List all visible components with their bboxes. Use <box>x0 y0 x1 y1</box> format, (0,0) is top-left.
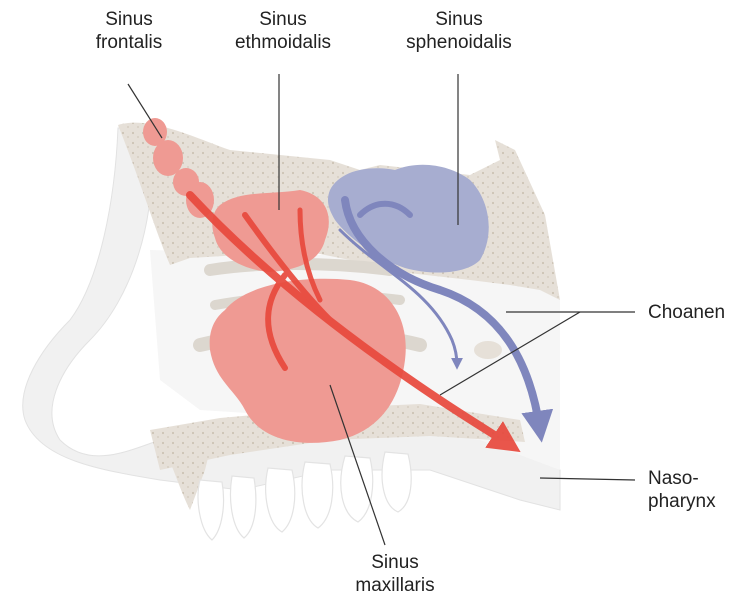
label-sinus-ethmoidalis-line2: ethmoidalis <box>228 31 338 54</box>
label-choanen: Choanen <box>648 301 748 324</box>
label-nasopharynx-line2: pharynx <box>648 490 748 513</box>
label-sinus-sphenoidalis: Sinus sphenoidalis <box>394 8 524 54</box>
label-nasopharynx: Naso- pharynx <box>648 467 748 513</box>
label-sinus-frontalis-line2: frontalis <box>84 31 174 54</box>
label-sinus-maxillaris-line1: Sinus <box>340 551 450 574</box>
label-sinus-frontalis: Sinus frontalis <box>84 8 174 54</box>
label-sinus-maxillaris-line2: maxillaris <box>340 574 450 597</box>
label-choanen-line1: Choanen <box>648 301 748 324</box>
label-sinus-maxillaris: Sinus maxillaris <box>340 551 450 597</box>
label-sinus-ethmoidalis: Sinus ethmoidalis <box>228 8 338 54</box>
label-nasopharynx-line1: Naso- <box>648 467 748 490</box>
label-sinus-sphenoidalis-line2: sphenoidalis <box>394 31 524 54</box>
label-sinus-frontalis-line1: Sinus <box>84 8 174 31</box>
label-sinus-sphenoidalis-line1: Sinus <box>394 8 524 31</box>
label-sinus-ethmoidalis-line1: Sinus <box>228 8 338 31</box>
choanae-structure <box>474 341 502 359</box>
